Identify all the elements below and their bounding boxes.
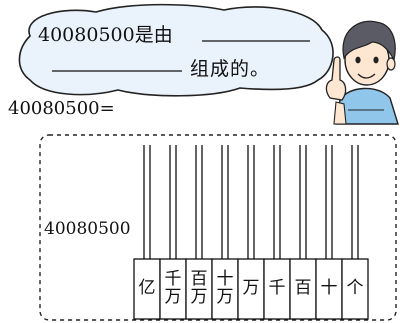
place-label-char: 万 <box>164 287 182 307</box>
bubble-text-line1: 40080500是由 <box>38 24 173 46</box>
place-label: 千 <box>264 259 290 319</box>
abacus-base-cell <box>133 258 161 320</box>
abacus-number-label: 40080500 <box>44 219 131 239</box>
place-label: 百万 <box>186 259 212 319</box>
abacus <box>133 145 369 320</box>
place-label-char: 千 <box>268 278 286 299</box>
abacus-base-cell <box>289 258 317 320</box>
place-label: 十 <box>316 259 342 319</box>
place-label-char: 千 <box>164 269 182 290</box>
dashed-frame <box>39 134 397 321</box>
abacus-base-cell <box>341 258 369 320</box>
place-label-char: 个 <box>346 278 364 299</box>
place-label: 个 <box>342 259 368 319</box>
bubble-text-line2: 组成的。 <box>190 58 271 80</box>
place-label: 万 <box>238 259 264 319</box>
thought-bubble <box>18 3 334 97</box>
place-label-char: 万 <box>242 278 260 299</box>
place-label: 亿 <box>134 259 160 319</box>
abacus-base-cell <box>211 258 239 320</box>
abacus-base-cell <box>263 258 291 320</box>
place-label-char: 十 <box>216 269 234 290</box>
abacus-base-cell <box>185 258 213 320</box>
abacus-base-cell <box>237 258 265 320</box>
place-label-char: 百 <box>190 269 208 290</box>
place-label: 百 <box>290 259 316 319</box>
abacus-base-cell <box>159 258 187 320</box>
boy-pointing-icon <box>325 20 399 125</box>
place-label-char: 万 <box>216 287 234 307</box>
place-label-char: 亿 <box>138 278 156 299</box>
place-label-char: 万 <box>190 287 208 307</box>
place-label-char: 百 <box>294 278 312 299</box>
place-label-char: 十 <box>320 278 338 299</box>
abacus-base-cell <box>315 258 343 320</box>
place-label: 千万 <box>160 259 186 319</box>
equation-label: 40080500= <box>8 98 115 119</box>
place-label: 十万 <box>212 259 238 319</box>
